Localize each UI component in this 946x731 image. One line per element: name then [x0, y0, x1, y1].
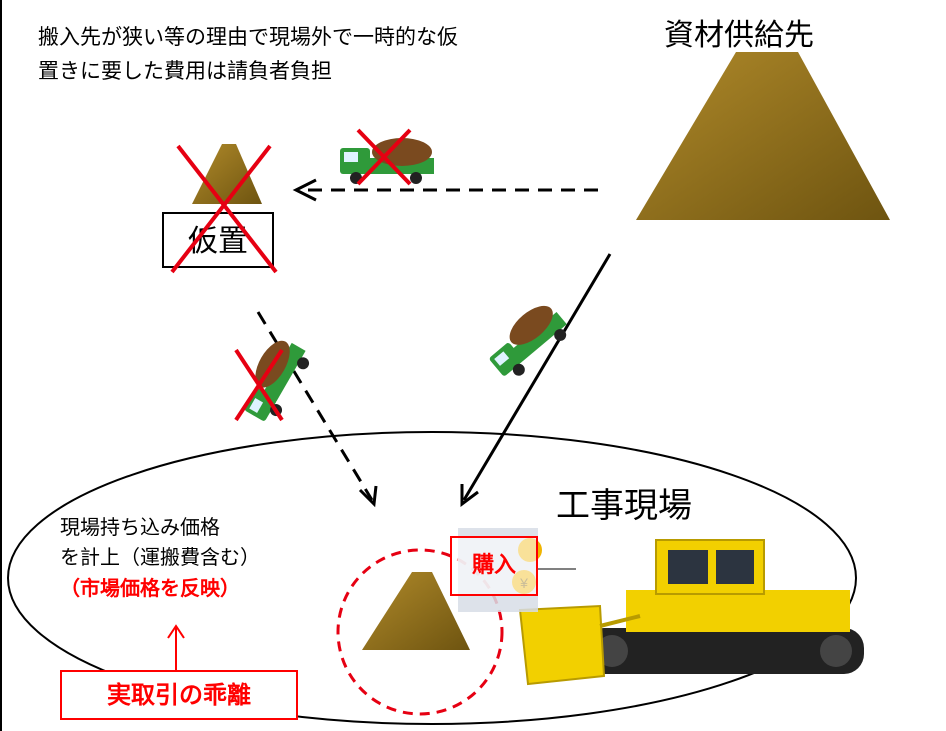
cross-mark-icon	[234, 348, 284, 422]
bulldozer-icon	[518, 539, 864, 686]
supplier-pile-icon	[636, 52, 890, 220]
site-pile-icon	[362, 572, 470, 650]
construction-site-label: 工事現場	[556, 486, 692, 526]
purchase-box: 購入	[450, 536, 538, 596]
dump-truck-icon	[489, 305, 567, 376]
site-price-line1: 現場持ち込み価格	[60, 515, 220, 539]
site-price-text: 現場持ち込み価格 を計上（運搬費含む）	[60, 512, 260, 572]
transaction-gap-box: 実取引の乖離	[60, 670, 298, 720]
site-price-line2: を計上（運搬費含む）	[60, 545, 260, 569]
temporary-pile-icon	[192, 144, 262, 204]
cross-mark-icon	[356, 128, 412, 186]
temporary-storage-box: 仮置	[162, 212, 274, 268]
construction-site-ellipse	[7, 431, 857, 725]
solid-arrow-to-site	[460, 253, 612, 507]
dashed-arrow-to-storage	[292, 178, 598, 202]
market-price-note: （市場価格を反映）	[60, 576, 240, 600]
frame-left-border	[0, 0, 2, 731]
dump-truck-icon	[244, 340, 310, 421]
up-arrow	[167, 624, 185, 670]
cost-note: 搬入先が狭い等の理由で現場外で一時的な仮置きに要した費用は請負者負担	[38, 25, 458, 83]
site-pile-highlight-circle	[336, 548, 504, 716]
supplier-label: 資材供給先	[664, 18, 814, 53]
